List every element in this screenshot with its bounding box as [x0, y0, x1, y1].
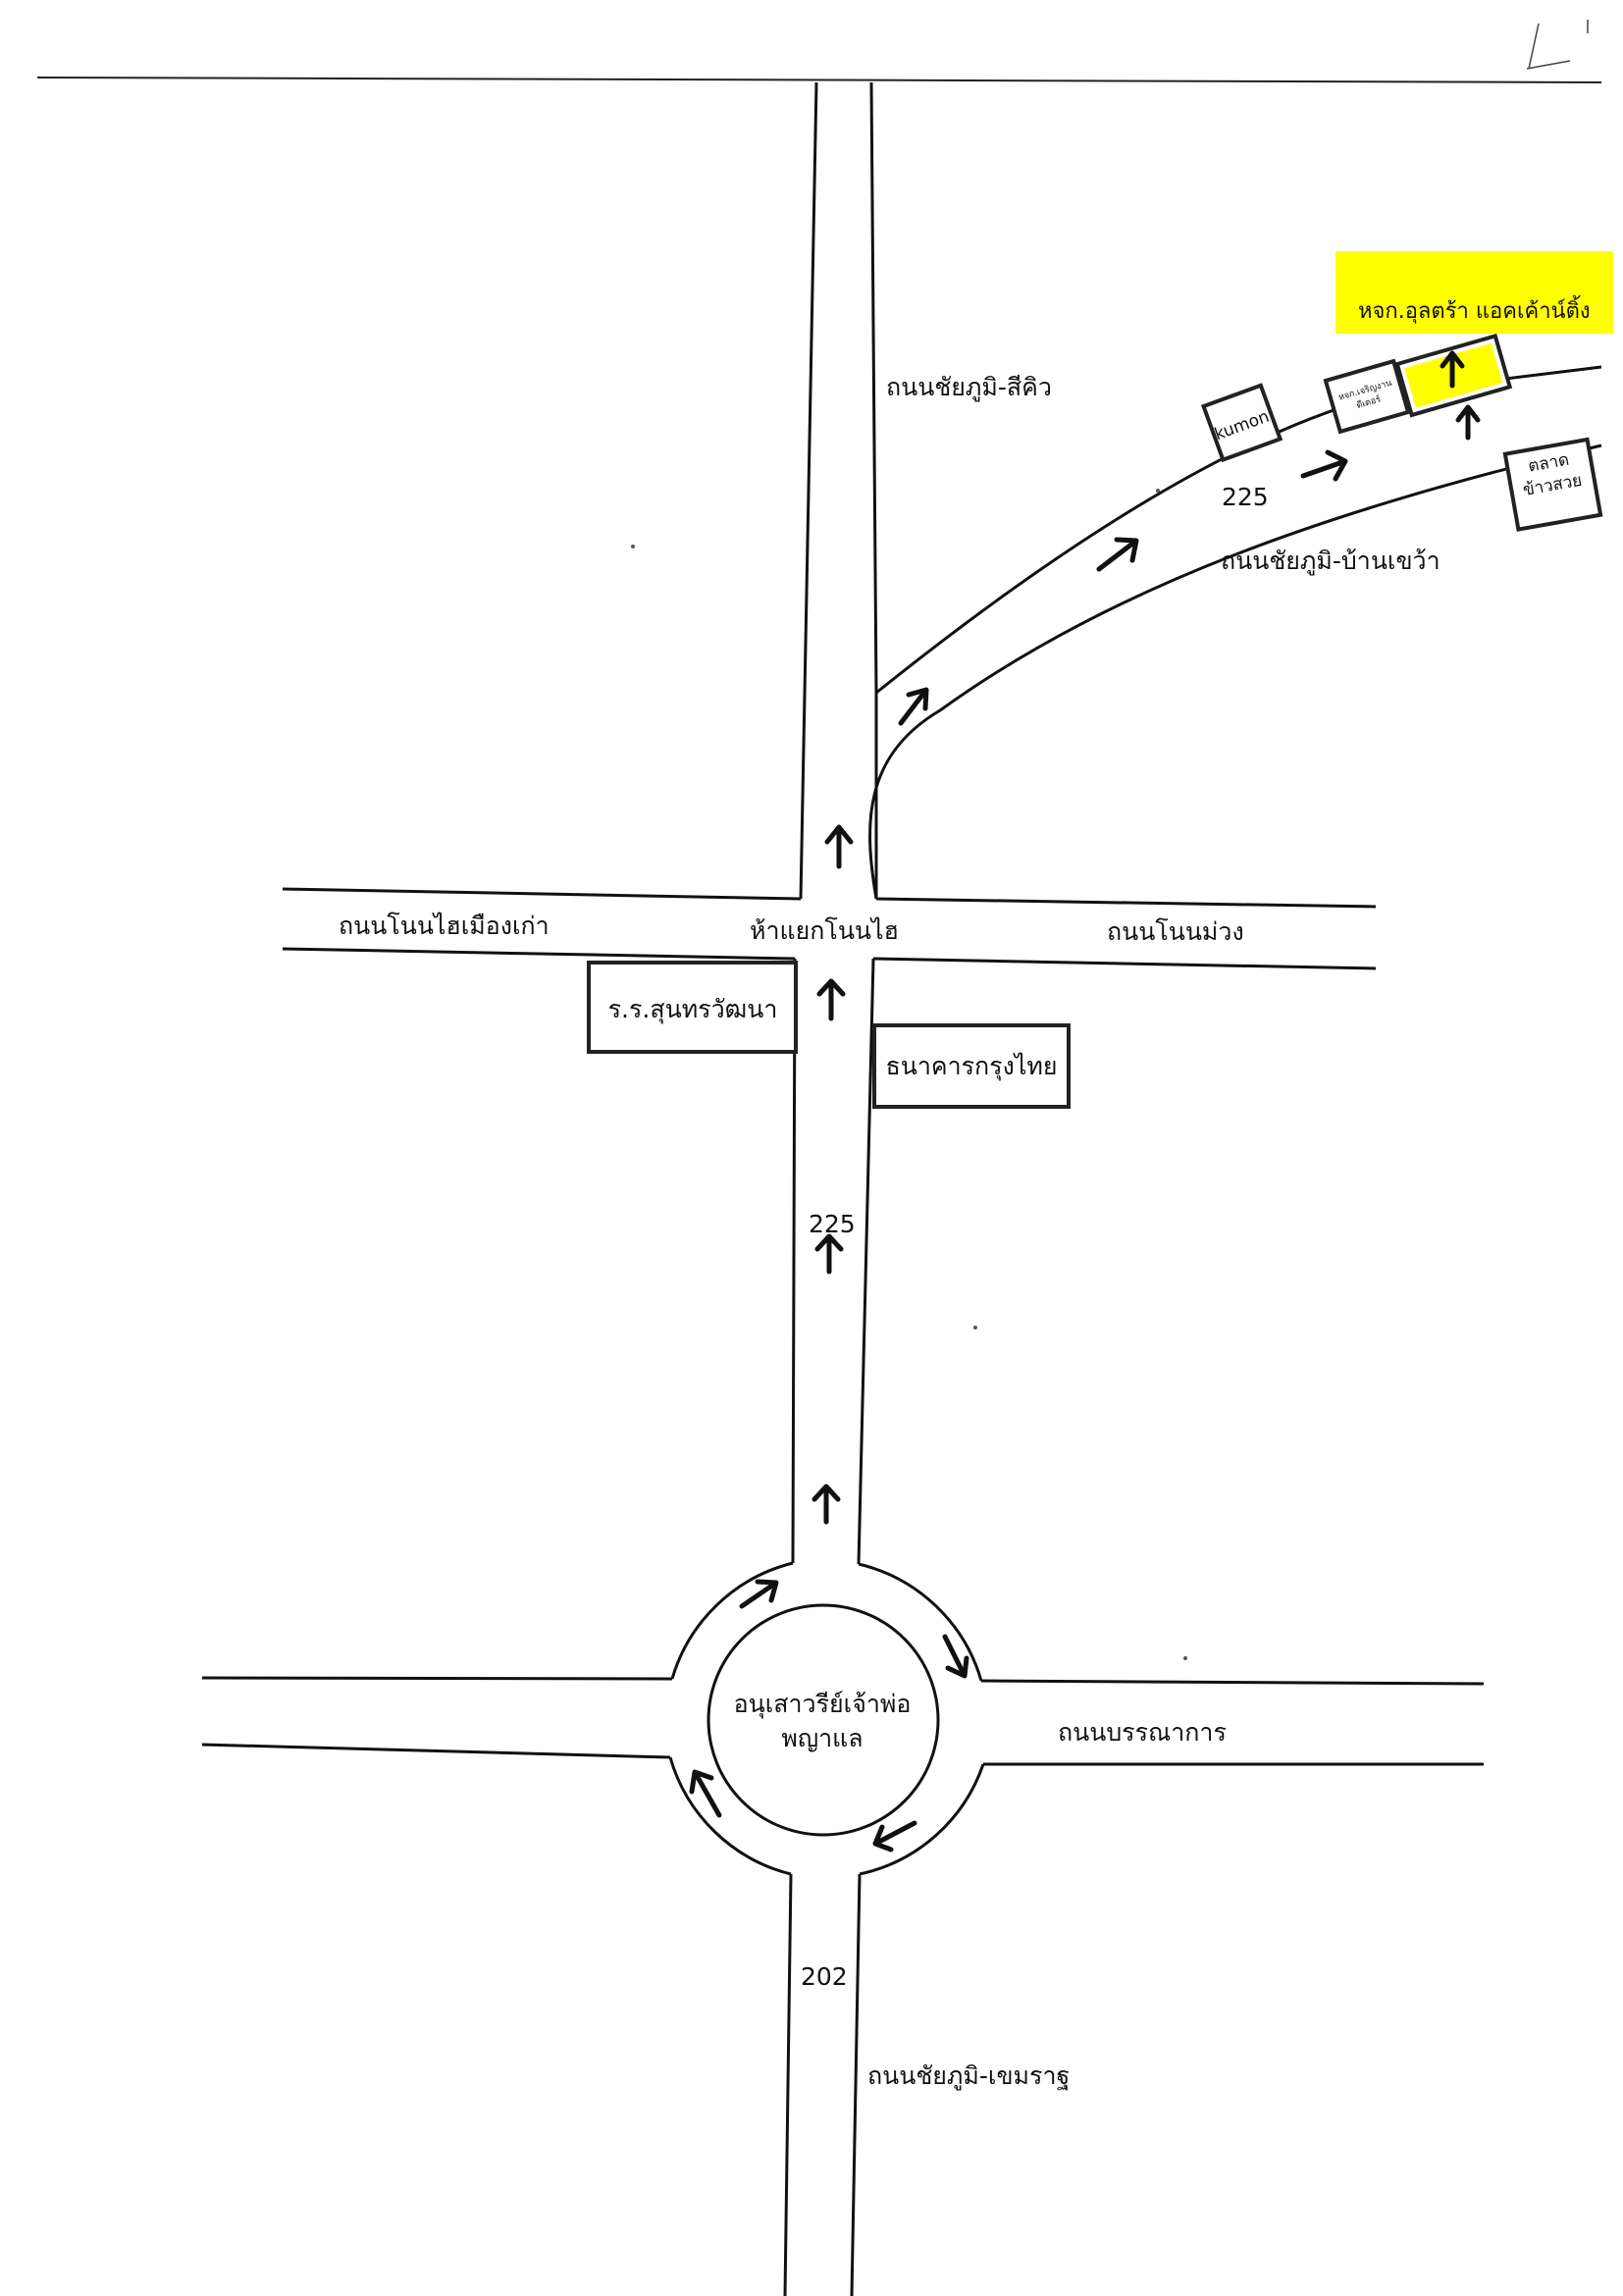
- arrow-curve-mid: [1096, 537, 1139, 572]
- label-non-hai-mueang-kao: ถนนโนนไฮเมืองเก่า: [339, 912, 550, 940]
- label-chaiyaphum-ban-khwao: ถนนชัยภูมิ-บ้านเขว้า: [1221, 547, 1440, 576]
- arrow-destination-inner: [1440, 350, 1465, 389]
- arrow-main-north-2: [816, 978, 846, 1021]
- scan-speck: [973, 1326, 977, 1330]
- label-chaiyaphum-sikhiu: ถนนชัยภูมิ-สีคิว: [886, 373, 1052, 402]
- roundabout-outer-sw: [668, 1756, 792, 1876]
- arrow-curve-east: [1300, 449, 1348, 482]
- label-school: ร.ร.สุนทรวัฒนา: [608, 995, 778, 1024]
- label-chaiyaphum-khemarat: ถนนชัยภูมิ-เขมราฐ: [867, 2061, 1070, 2091]
- main-road-west-edge-north: [799, 81, 818, 900]
- main-road-east-edge-south: [857, 958, 875, 1565]
- roundabout-island: [707, 1603, 940, 1837]
- label-bank: ธนาคารกรุงไทย: [885, 1052, 1057, 1081]
- label-route-225-main: 225: [809, 1210, 856, 1238]
- west-road-north-edge: [201, 1676, 673, 1681]
- page-corner-mark: [1526, 20, 1589, 70]
- destination-highlight: [1335, 251, 1613, 334]
- bank-box: [872, 1023, 1071, 1109]
- south-road-west-edge: [783, 1873, 793, 2296]
- kumon-box: [1200, 383, 1283, 463]
- label-monument-line1: อนุเสาวรีย์เจ้าพ่อ: [734, 1690, 912, 1719]
- ban-khwao-road-south-edge: [868, 444, 1602, 900]
- arrow-into-destination: [1455, 404, 1481, 441]
- label-bannakan: ถนนบรรณาการ: [1058, 1718, 1227, 1747]
- non-muang-road-north-edge: [875, 897, 1377, 909]
- label-ha-yaek-non-hai: ห้าแยกโนนไฮ: [750, 916, 899, 945]
- south-road-east-edge: [850, 1873, 862, 2296]
- main-road-east-edge-north: [869, 81, 878, 694]
- arrow-roundabout-ne: [739, 1579, 779, 1609]
- arrow-main-north-1: [824, 824, 854, 869]
- roundabout-outer-ne: [858, 1562, 983, 1682]
- neighbor-shop-box: [1323, 358, 1411, 435]
- main-road-west-edge-south: [791, 958, 797, 1564]
- arrow-roundabout-west: [689, 1769, 722, 1818]
- page-top-rule: [36, 77, 1602, 83]
- label-non-muang: ถนนโนนม่วง: [1107, 917, 1244, 946]
- non-hai-road-south-edge: [282, 947, 796, 961]
- school-box: [587, 961, 798, 1054]
- market-box: [1502, 437, 1603, 532]
- non-hai-road-north-edge: [282, 887, 802, 901]
- arrow-main-north-3: [814, 1233, 844, 1275]
- roundabout-outer-nw: [670, 1561, 794, 1680]
- arrow-main-north-4: [812, 1484, 841, 1525]
- label-monument-line2: พญาแล: [781, 1724, 863, 1752]
- scan-speck: [631, 545, 635, 548]
- arrow-curve-start: [898, 687, 929, 726]
- label-route-202: 202: [801, 1962, 848, 1991]
- scan-speck: [1156, 489, 1160, 493]
- non-muang-road-south-edge: [872, 957, 1377, 970]
- bannakan-road-north-edge: [980, 1679, 1485, 1686]
- west-road-south-edge: [201, 1743, 671, 1759]
- label-route-225-curve: 225: [1222, 483, 1269, 511]
- arrow-roundabout-east: [942, 1634, 969, 1679]
- arrow-roundabout-south: [872, 1820, 917, 1852]
- scan-speck: [1183, 1656, 1187, 1660]
- label-destination: หจก.อุลตร้า แอคเค้าน์ติ้ง: [1358, 295, 1591, 324]
- roundabout-outer-se: [859, 1763, 985, 1876]
